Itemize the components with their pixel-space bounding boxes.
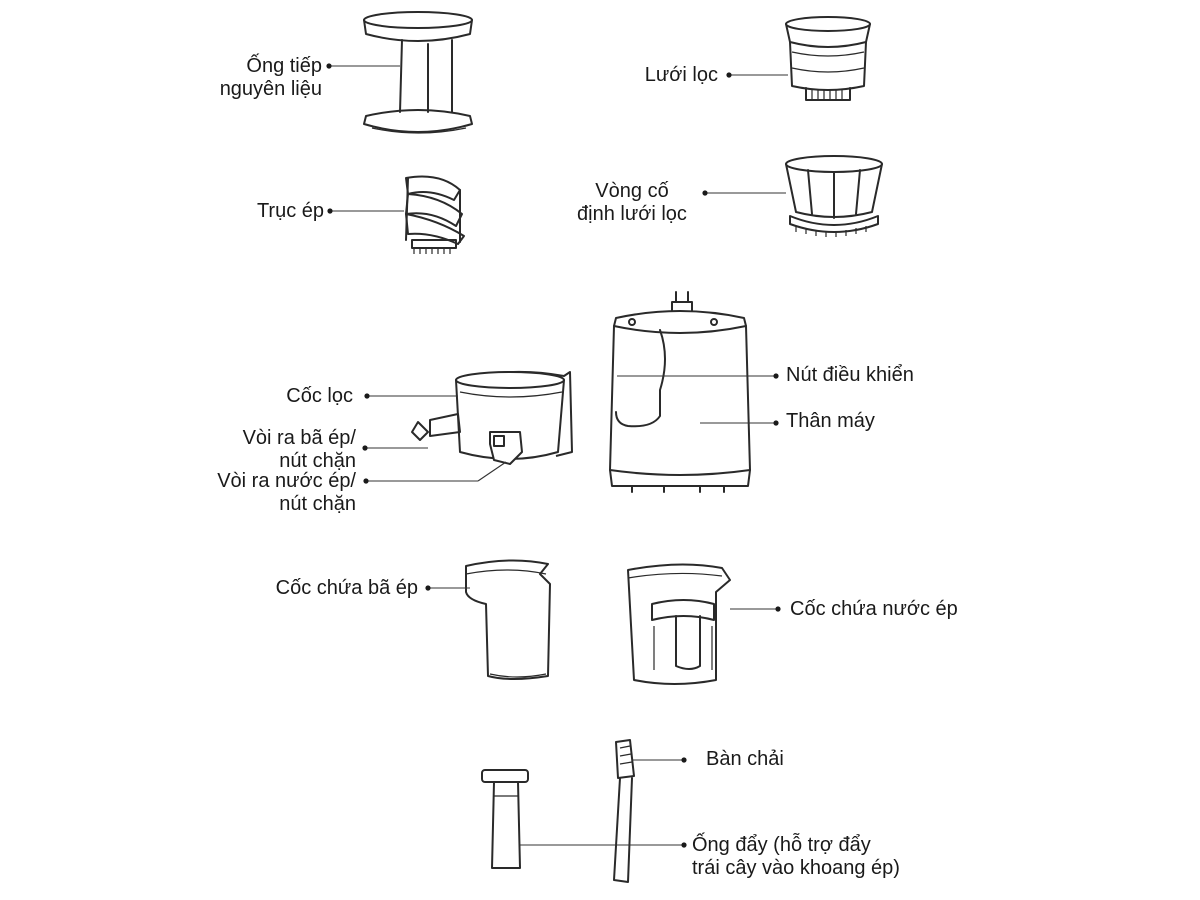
pusher-drawing [481, 769, 529, 869]
pulp-cup-drawing [465, 559, 551, 680]
pusher-label-line-2: trái cây vào khoang ép) [692, 857, 900, 879]
screw-label: Trục ép [256, 200, 324, 222]
screen-holder-label-line-1: Vòng cố [595, 180, 669, 202]
juice-cup-drawing [627, 563, 731, 685]
filter-screen-label: Lưới lọc [644, 64, 718, 86]
juice-spout-label-line-1: Vòi ra nước ép/ [217, 470, 356, 492]
control-knob-label: Nút điều khiển [786, 364, 914, 386]
main-body-drawing [609, 291, 751, 493]
filter-screen-drawing [785, 16, 871, 101]
juice-spout-label: Vòi ra nước ép/ nút chặn [184, 470, 356, 516]
juice-cup-label: Cốc chứa nước ép [790, 598, 958, 620]
screen-holder-label-line-2: định lưới lọc [577, 203, 687, 225]
pulp-cup-label: Cốc chứa bã ép [275, 577, 418, 599]
screen-holder-label: Vòng cố định lưới lọc [567, 180, 697, 226]
screw-drawing [405, 175, 465, 254]
brush-label: Bàn chải [706, 748, 784, 770]
pulp-spout-label: Vòi ra bã ép/ nút chặn [204, 427, 356, 473]
pusher-label-line-1: Ống đẩy (hỗ trợ đẩy [692, 834, 871, 856]
feed-tube-label-line-1: Ống tiếp [246, 55, 322, 77]
body-label: Thân máy [786, 410, 875, 432]
feed-tube-drawing [363, 11, 473, 134]
screen-holder-drawing [785, 155, 883, 237]
brush-drawing [613, 739, 635, 883]
feed-tube-label-line-2: nguyên liệu [219, 78, 322, 100]
leader-lines [329, 65, 788, 846]
leader-dots [326, 63, 781, 848]
feed-tube-label: Ống tiếp nguyên liệu [198, 55, 322, 101]
pulp-spout-label-line-2: nút chặn [279, 450, 356, 472]
juice-spout-label-line-2: nút chặn [279, 493, 356, 515]
pusher-label: Ống đẩy (hỗ trợ đẩy trái cây vào khoang … [692, 834, 952, 880]
filter-cup-label: Cốc lọc [286, 385, 353, 407]
pulp-spout-label-line-1: Vòi ra bã ép/ [242, 427, 356, 449]
filter-cup-drawing [411, 370, 573, 465]
